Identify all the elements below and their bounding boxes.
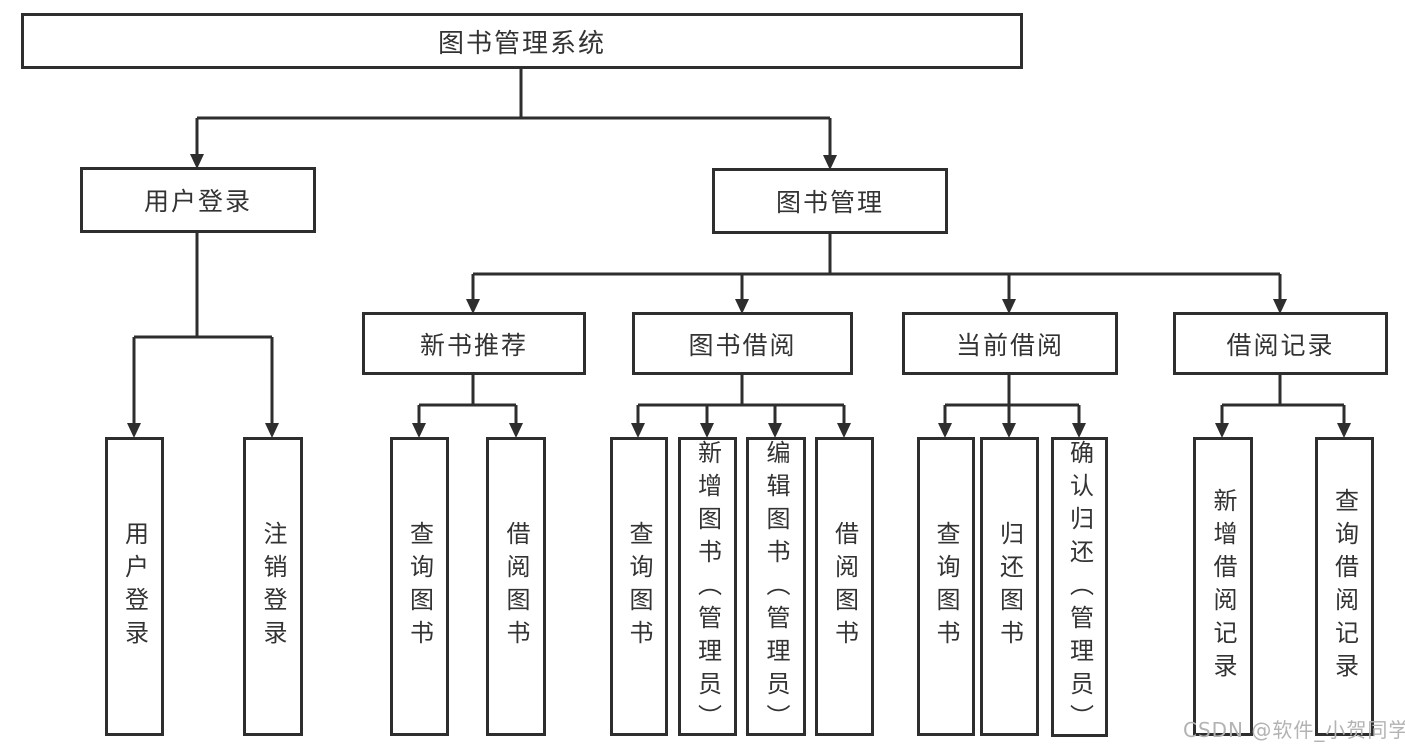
arrowhead <box>837 423 851 438</box>
connector-user-login-split <box>127 233 279 438</box>
connector-new-book-rec-split <box>412 375 523 438</box>
leaf-return-book: 归还图书 <box>980 437 1039 736</box>
node-label: 查询图书 <box>625 520 653 653</box>
node-label: 查询图书 <box>932 520 960 653</box>
node-label: 图书借阅 <box>688 330 797 360</box>
node-label: 图书管理 <box>775 188 884 217</box>
leaf-borrow-books-1: 借阅图书 <box>486 437 546 736</box>
node-label: 借阅图书 <box>502 520 530 653</box>
node-label: 注销登录 <box>259 520 287 653</box>
arrowhead <box>1215 423 1229 438</box>
node-label: 编辑图书（管理员） <box>762 440 790 736</box>
leaf-query-borrow-record: 查询借阅记录 <box>1315 437 1374 736</box>
node-current-borrow: 当前借阅 <box>902 312 1118 375</box>
arrowhead <box>466 299 480 314</box>
arrowhead <box>823 155 837 170</box>
connector-borrow-record-split <box>1215 375 1351 438</box>
arrowhead <box>1273 299 1287 314</box>
connector-root-to-level2 <box>190 68 837 170</box>
node-user-login: 用户登录 <box>80 167 316 233</box>
node-label: 新增图书（管理员） <box>693 440 722 736</box>
node-root-system: 图书管理系统 <box>21 13 1023 69</box>
leaf-query-books-1: 查询图书 <box>390 437 449 736</box>
arrowhead <box>412 423 426 438</box>
node-borrow-record: 借阅记录 <box>1173 312 1388 375</box>
node-label: 归还图书 <box>995 520 1024 653</box>
arrowhead <box>1002 423 1016 438</box>
arrowhead <box>509 423 523 438</box>
node-label: 当前借阅 <box>955 330 1064 360</box>
node-new-book-recommend: 新书推荐 <box>362 312 586 375</box>
leaf-edit-book-admin: 编辑图书（管理员） <box>746 437 806 736</box>
arrowhead <box>631 423 645 438</box>
arrowhead <box>1072 423 1086 438</box>
arrowhead <box>1002 299 1016 314</box>
node-book-management: 图书管理 <box>712 168 948 234</box>
node-label: 查询图书 <box>405 520 434 653</box>
leaf-query-books-2: 查询图书 <box>610 437 668 736</box>
leaf-query-books-3: 查询图书 <box>917 437 975 736</box>
node-label: 图书管理系统 <box>437 28 606 59</box>
node-label: 确认归还（管理员） <box>1065 440 1094 737</box>
node-label: 新书推荐 <box>419 330 528 360</box>
arrowhead <box>190 154 204 169</box>
arrowhead <box>938 423 952 438</box>
node-label: 查询借阅记录 <box>1330 487 1359 686</box>
arrowhead <box>768 423 782 438</box>
leaf-borrow-books-2: 借阅图书 <box>815 437 874 736</box>
leaf-logout: 注销登录 <box>243 437 303 736</box>
arrowhead <box>127 423 141 438</box>
arrowhead <box>1337 423 1351 438</box>
node-book-borrow: 图书借阅 <box>632 312 853 375</box>
node-label: 借阅记录 <box>1226 330 1335 360</box>
node-label: 用户登录 <box>143 187 252 216</box>
connector-book-borrow-split <box>631 375 851 438</box>
node-label: 新增借阅记录 <box>1209 487 1237 686</box>
arrowhead <box>265 423 279 438</box>
connector-current-borrow-split <box>938 375 1086 438</box>
leaf-user-login: 用户登录 <box>105 437 164 736</box>
connector-book-mgmt-split <box>466 234 1287 314</box>
leaf-add-book-admin: 新增图书（管理员） <box>678 437 737 736</box>
arrowhead <box>700 423 714 438</box>
node-label: 用户登录 <box>120 520 149 653</box>
csdn-watermark: CSDN @软件_小贺同学 <box>1183 718 1405 742</box>
arrowhead <box>735 299 749 314</box>
leaf-add-borrow-record: 新增借阅记录 <box>1193 437 1253 736</box>
node-label: 借阅图书 <box>830 520 859 653</box>
leaf-confirm-return-admin: 确认归还（管理员） <box>1051 437 1108 737</box>
